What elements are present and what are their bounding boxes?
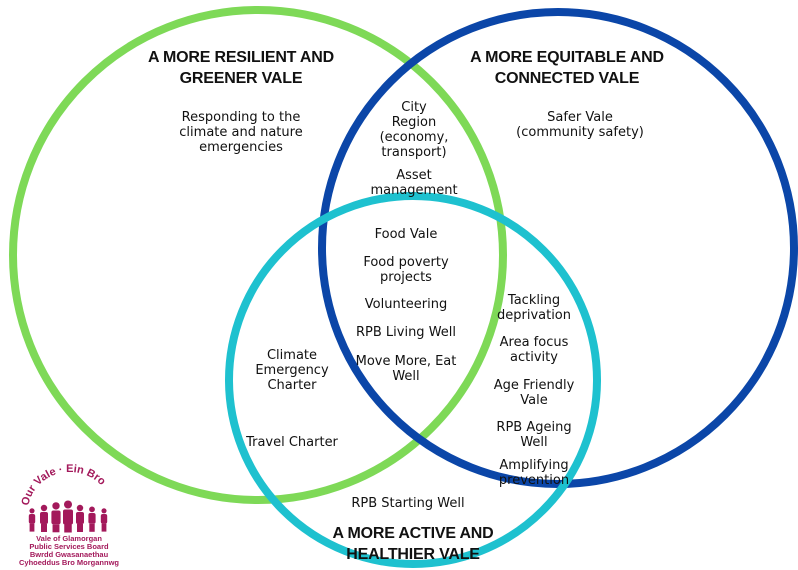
- equitable-circle: [318, 8, 798, 488]
- overlap-resilient-active-item: Travel Charter: [245, 435, 338, 450]
- active-item: RPB Starting Well: [351, 496, 464, 511]
- logo-arc-text: Our Vale · Ein Bro: [20, 463, 108, 507]
- overlap-all-three-item: Volunteering: [365, 297, 447, 312]
- active-circle: [225, 192, 601, 568]
- people-figures-icon: [28, 500, 108, 533]
- overlap-all-three-item: Food Vale: [375, 227, 438, 242]
- resilient-circle: [9, 6, 507, 504]
- overlap-all-three-item: RPB Living Well: [356, 325, 456, 340]
- equitable-item: Safer Vale(community safety): [516, 110, 644, 140]
